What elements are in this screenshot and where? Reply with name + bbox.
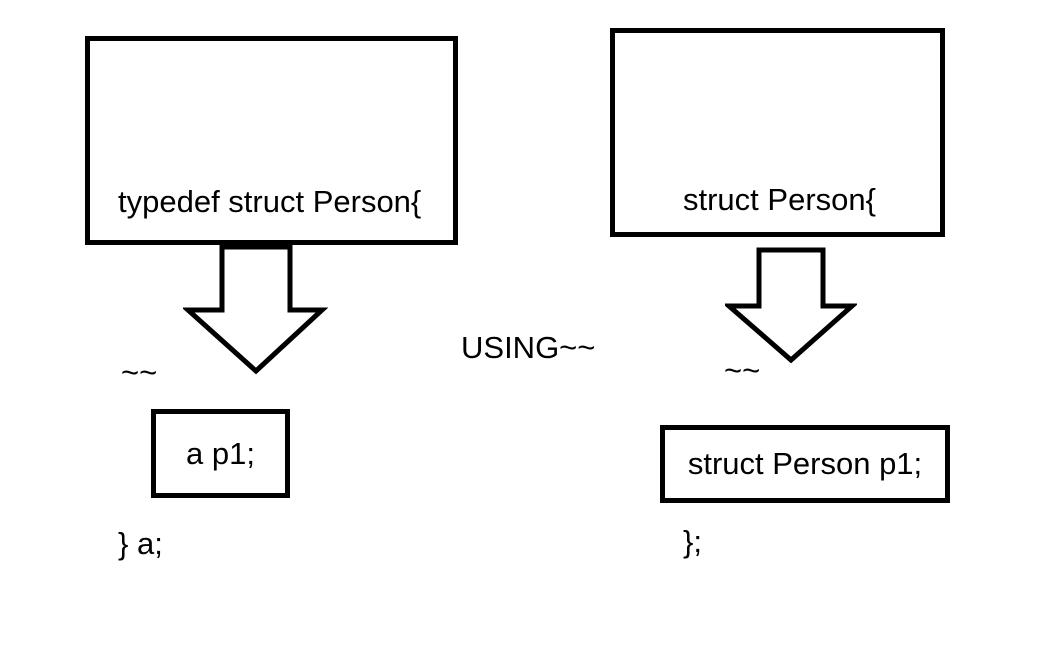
down-arrow-icon bbox=[183, 244, 328, 375]
struct-box: struct Person{ ~~ }; bbox=[610, 28, 945, 559]
typedef-usage-box: a p1; bbox=[151, 409, 290, 498]
code-line-typedef-open: typedef struct Person{ bbox=[118, 184, 422, 219]
code-line-struct-close: }; bbox=[683, 524, 702, 559]
struct-usage-box: struct Person p1; bbox=[660, 425, 950, 503]
down-arrow-icon bbox=[725, 247, 857, 364]
code-line-typedef-body: ~~ bbox=[121, 355, 158, 390]
code-line-struct-open: struct Person{ bbox=[683, 182, 876, 217]
using-label: USING~~ bbox=[461, 330, 596, 365]
code-line-struct-usage: struct Person p1; bbox=[687, 446, 923, 481]
code-line-typedef-usage: a p1; bbox=[186, 435, 255, 471]
code-line-struct-body: ~~ bbox=[724, 353, 761, 388]
code-line-typedef-close: } a; bbox=[118, 526, 163, 561]
typedef-struct-box: typedef struct Person{ ~~ } a; bbox=[85, 36, 458, 561]
